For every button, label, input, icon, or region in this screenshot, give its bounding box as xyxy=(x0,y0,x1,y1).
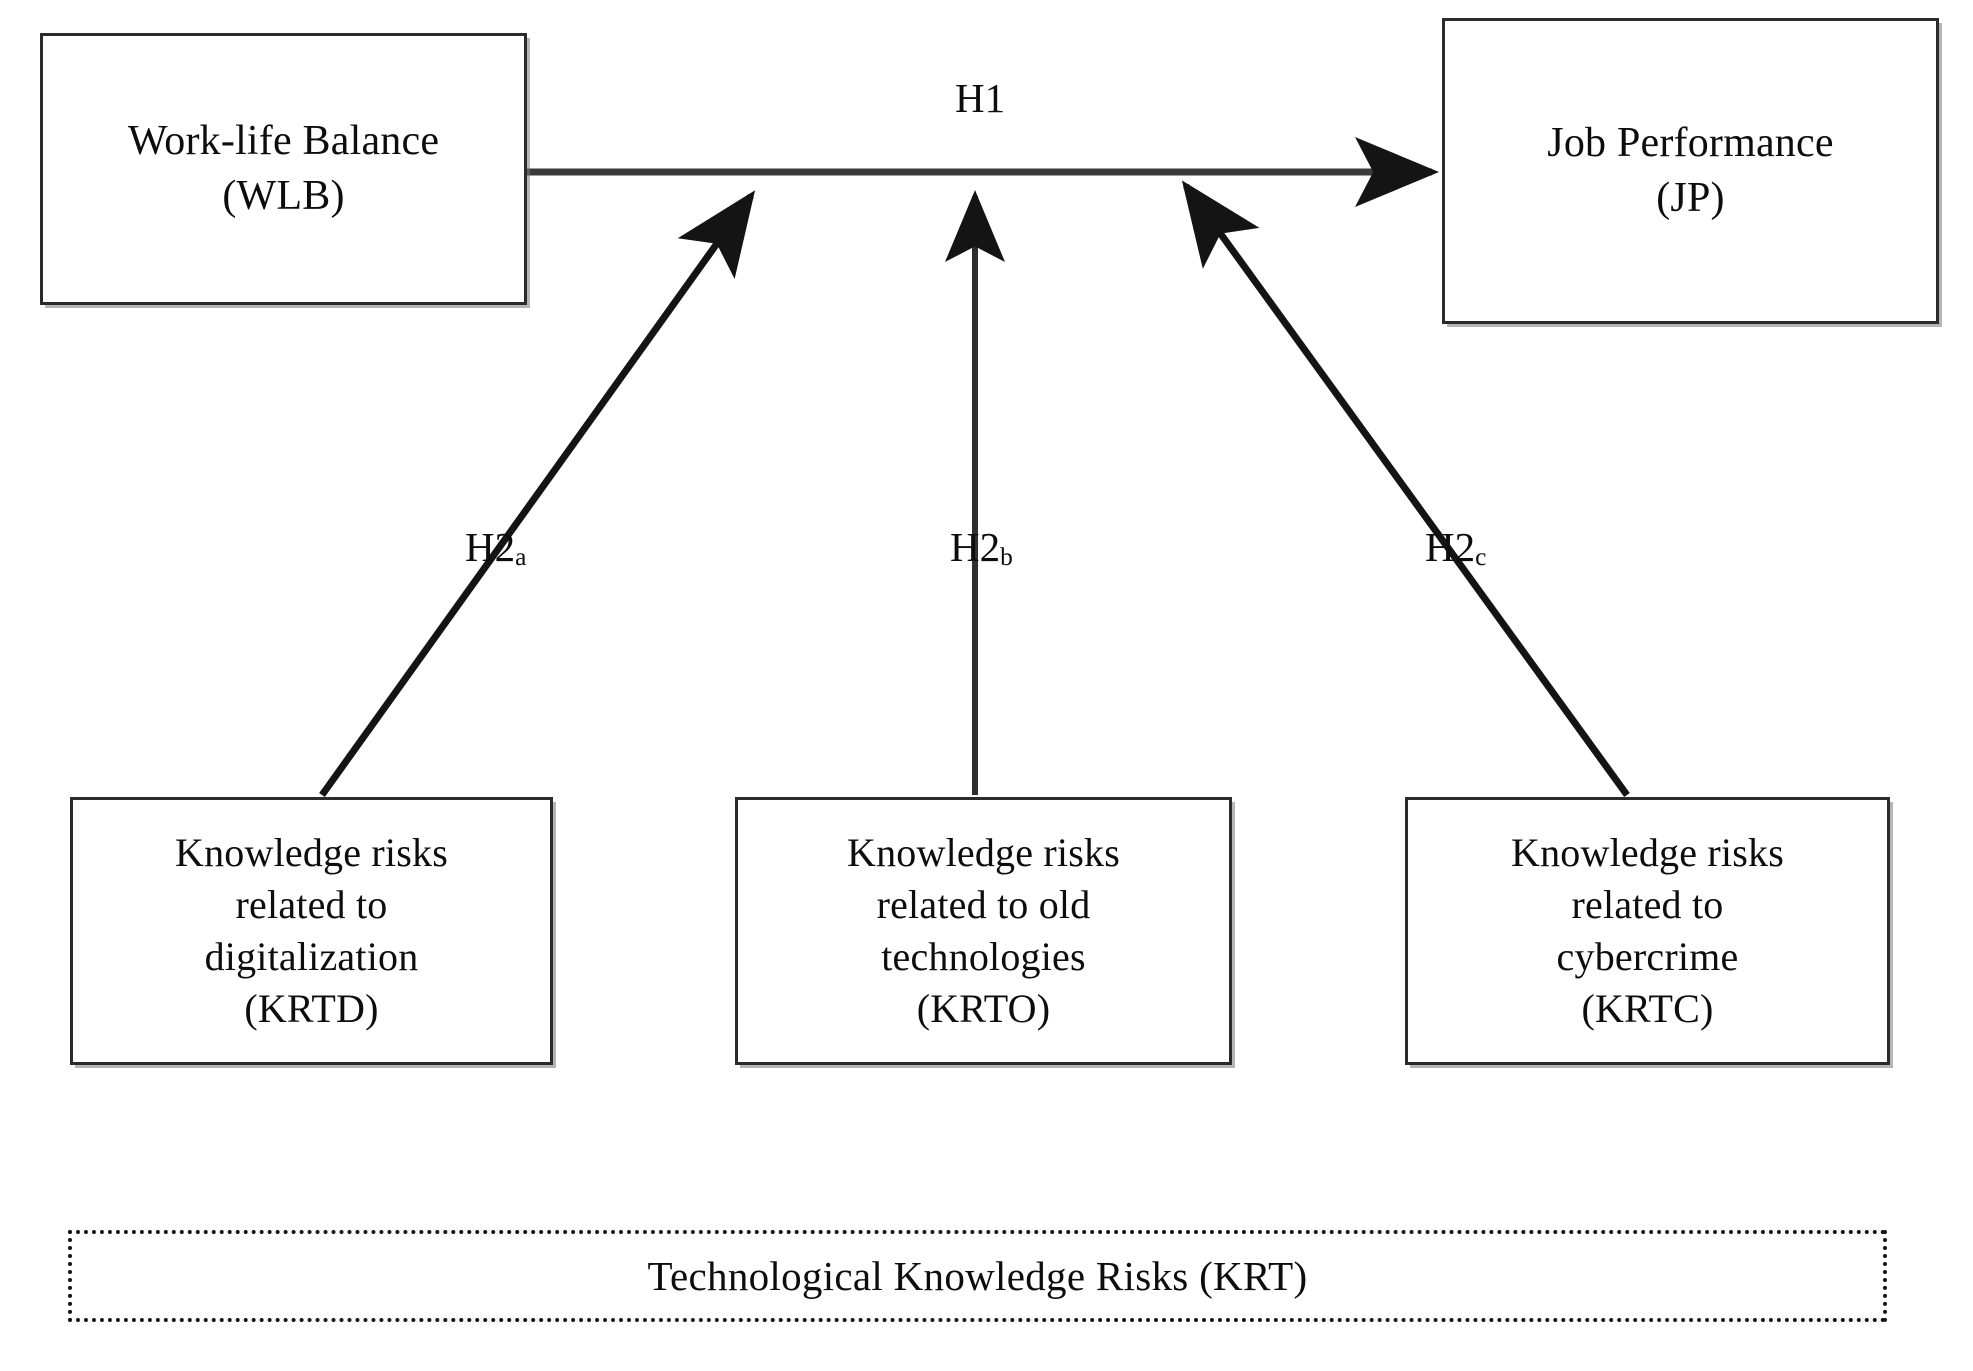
node-work-life-balance[interactable]: Work-life Balance (WLB) xyxy=(40,33,527,305)
group-technological-knowledge-risks-label: Technological Knowledge Risks (KRT) xyxy=(647,1253,1308,1299)
node-knowledge-risks-old-technologies-label: Knowledge risks related to old technolog… xyxy=(847,830,1120,1031)
group-technological-knowledge-risks: Technological Knowledge Risks (KRT) xyxy=(68,1230,1887,1322)
node-knowledge-risks-digitalization[interactable]: Knowledge risks related to digitalizatio… xyxy=(70,797,553,1065)
hypothesis-h2c-base: H2 xyxy=(1425,524,1476,570)
hypothesis-label-h2b: H2b xyxy=(950,527,1013,570)
hypothesis-label-h1: H1 xyxy=(955,78,1005,121)
node-work-life-balance-label: Work-life Balance (WLB) xyxy=(127,118,440,219)
node-job-performance-label: Job Performance (JP) xyxy=(1547,120,1834,221)
hypothesis-h1-base: H1 xyxy=(955,75,1006,121)
hypothesis-h2c-subscript: c xyxy=(1475,543,1487,572)
node-knowledge-risks-cybercrime[interactable]: Knowledge risks related to cybercrime (K… xyxy=(1405,797,1890,1065)
node-knowledge-risks-cybercrime-label: Knowledge risks related to cybercrime (K… xyxy=(1511,830,1784,1031)
node-knowledge-risks-old-technologies[interactable]: Knowledge risks related to old technolog… xyxy=(735,797,1232,1065)
hypothesis-h2a-subscript: a xyxy=(515,543,527,572)
hypothesis-h2b-base: H2 xyxy=(950,524,1001,570)
node-knowledge-risks-digitalization-label: Knowledge risks related to digitalizatio… xyxy=(175,830,448,1031)
hypothesis-label-h2a: H2a xyxy=(465,527,526,570)
hypothesis-h2a-base: H2 xyxy=(465,524,516,570)
hypothesis-label-h2c: H2c xyxy=(1425,527,1486,570)
hypothesis-h2b-subscript: b xyxy=(1000,543,1013,572)
node-job-performance[interactable]: Job Performance (JP) xyxy=(1442,18,1939,324)
